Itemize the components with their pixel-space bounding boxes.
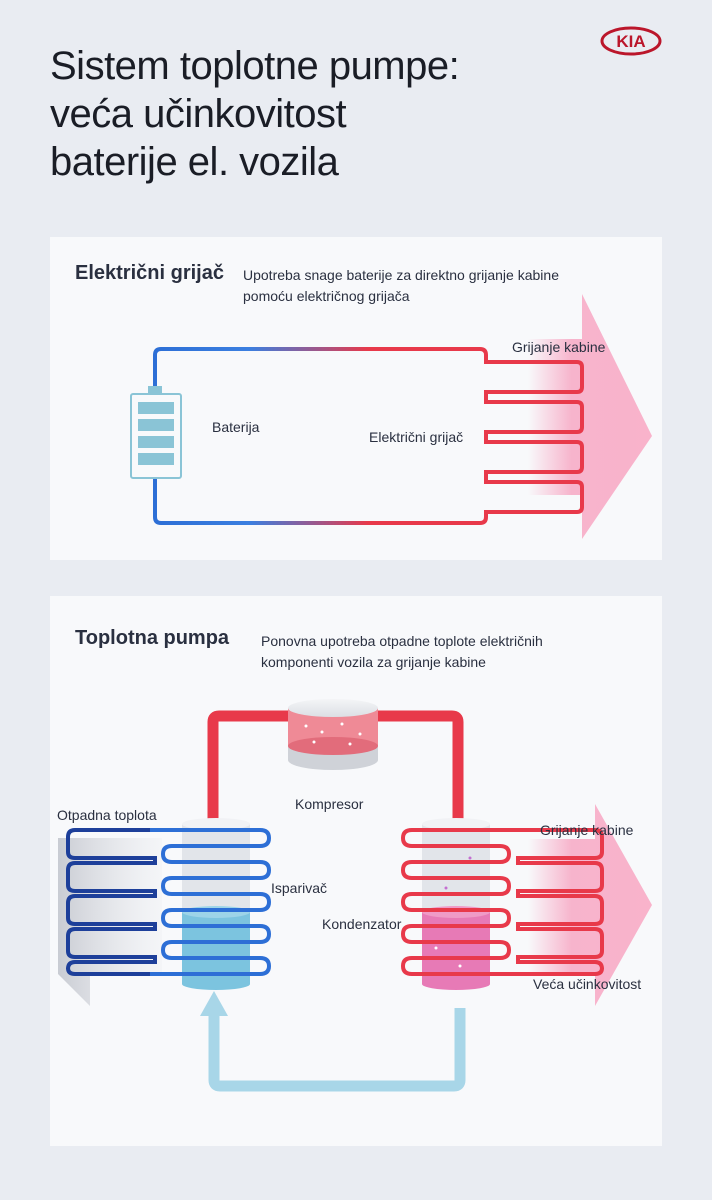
- electric-heater-title: Električni grijač: [75, 262, 224, 284]
- title-line-2: veća učinkovitost: [50, 92, 347, 136]
- heater-circuit-pipe: [153, 347, 584, 525]
- heat-pump-diagram: [58, 699, 652, 1092]
- cabin-heat-arrow: [528, 294, 652, 539]
- hot-refrigerant-pipe: [207, 710, 464, 824]
- page-title: Sistem toplotne pumpe: veća učinkovitost…: [50, 42, 460, 186]
- cabin-heating-label: Grijanje kabine: [512, 339, 606, 355]
- heater-label: Električni grijač: [369, 429, 464, 445]
- heat-pump-title: Toplotna pumpa: [75, 627, 230, 649]
- kia-logo: KIA: [600, 26, 662, 56]
- heat-pump-description: Ponovna upotreba otpadne toplote elektri…: [261, 631, 543, 673]
- cabin-heating-coil: [516, 828, 604, 976]
- title-line-3: baterije el. vozila: [50, 140, 339, 184]
- electric-heater-panel: Električni grijač Upotreba snage baterij…: [50, 237, 662, 560]
- heat-pump-description-line-2: komponenti vozila za grijanje kabine: [261, 654, 486, 670]
- compressor-label: Kompresor: [295, 796, 364, 812]
- electric-heater-description-line-2: pomoću električnog grijača: [243, 288, 410, 304]
- battery-label: Baterija: [212, 419, 260, 435]
- electric-heater-diagram: [130, 294, 652, 539]
- electric-heater-description-line-1: Upotreba snage baterije za direktno grij…: [243, 267, 559, 283]
- return-arrowhead: [200, 991, 228, 1016]
- electric-heater-description: Upotreba snage baterije za direktno grij…: [243, 265, 559, 307]
- evaporator-label: Isparivač: [271, 880, 328, 896]
- condenser-cylinder: [422, 818, 490, 990]
- evaporator-cylinder: [182, 818, 250, 990]
- efficiency-label: Veća učinkovitost: [533, 976, 642, 992]
- battery-icon: [130, 386, 182, 479]
- logo-text: KIA: [616, 32, 645, 51]
- heat-pump-panel: Toplotna pumpa Ponovna upotreba otpadne …: [50, 596, 662, 1146]
- evaporator-coil: [150, 828, 272, 976]
- compressor: [288, 699, 378, 770]
- condenser-label: Kondenzator: [322, 916, 402, 932]
- title-line-1: Sistem toplotne pumpe:: [50, 44, 460, 88]
- waste-heat-coil: [66, 828, 157, 976]
- return-pipe: [208, 1008, 466, 1092]
- heat-pump-description-line-1: Ponovna upotreba otpadne toplote elektri…: [261, 633, 543, 649]
- condenser-coil: [400, 828, 522, 976]
- cabin-heating-label: Grijanje kabine: [540, 822, 634, 838]
- waste-heat-label: Otpadna toplota: [57, 807, 157, 823]
